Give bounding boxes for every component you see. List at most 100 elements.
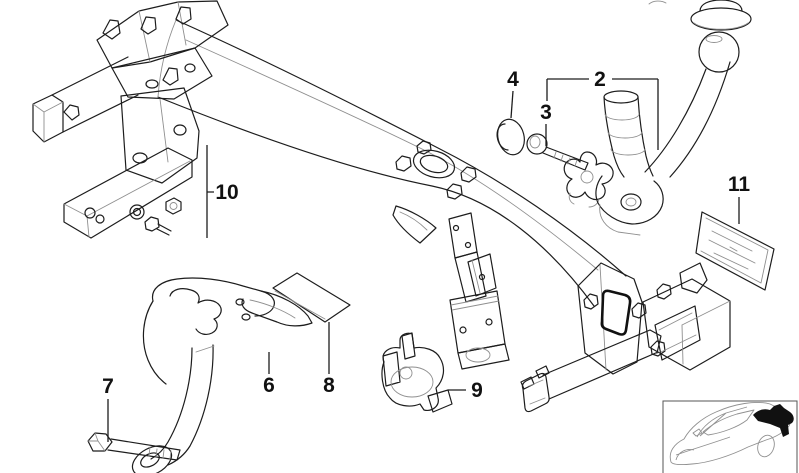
washer [129,204,145,220]
ball-cover-cap [690,0,752,31]
bracket-hole [132,152,148,164]
foot-eye-hole [140,452,160,468]
right-mount-assembly [577,262,731,375]
tube-stud [95,214,105,224]
tow-ball [698,31,740,73]
callout-9[interactable]: 9 [471,379,483,402]
hitch-location-highlight [753,404,794,437]
towbar-assembly [563,0,752,236]
arm-hole [241,313,251,321]
lower-plate-flange [457,343,510,370]
bracket-left-side [142,300,167,385]
beam-ring-inner [419,154,449,174]
receiver-box-edges [658,300,731,365]
receiver-opening [654,305,701,361]
shaft-rings [604,113,646,156]
plug-outer [497,118,525,156]
car-window [702,409,755,436]
callout-8[interactable]: 8 [323,374,335,397]
star-knob-depth [568,192,600,208]
square-tube [63,147,193,239]
left-top-plate [96,0,229,69]
coupling-eye-inner [625,197,637,207]
tube-stud [84,207,96,219]
bolt-head [526,133,548,155]
body-lower-edge [599,204,641,236]
beam-ring-and-bolts [395,140,477,200]
tube-tabs [520,365,550,390]
beam-bolt [416,140,432,155]
pad-plate [272,272,351,323]
lower-plate-hole [485,318,493,326]
arm-stud [63,104,80,121]
lower-plate-hole [459,326,467,334]
callout-4[interactable]: 4 [507,68,519,91]
shaft-top [603,90,639,104]
support-arm-assembly [63,87,200,239]
clamp-arm [241,290,313,327]
strap-hole [464,241,472,249]
socket-tab [401,332,416,360]
callout-6[interactable]: 6 [263,374,275,397]
socket-body [381,332,445,411]
bracket-strap-top [448,212,478,259]
type-label-plate [695,211,775,291]
bracket-hole [173,124,187,136]
clamp-outer [151,277,275,317]
crossbar-beam [157,19,627,307]
ball-top [705,35,723,43]
coupling-body [595,175,664,225]
bolt-threads [553,151,578,167]
star-knob [563,151,614,201]
callout-10-leader [206,145,214,238]
socket-flap-right [427,389,453,413]
cap-rim [693,22,749,30]
callout-2-leader [546,78,659,150]
mount-bolts [102,6,192,86]
hex-bolt [87,432,181,461]
support-bracket [131,277,313,473]
swan-neck-arm [644,61,731,178]
beam-bolt [446,183,463,200]
receiver-slot [600,289,632,336]
callout-4-leader [510,90,514,119]
upper-arm-edges [51,56,139,133]
callout-2[interactable]: 2 [594,68,606,91]
small-bolt [144,216,172,236]
side-bracket [467,253,497,297]
tube-face-inner [528,379,546,405]
locking-bolt [526,133,589,171]
callout-11[interactable]: 11 [728,173,751,196]
callout-7[interactable]: 7 [102,375,114,398]
car-rear-hitch-location-icon [669,401,794,466]
socket-flap-left [382,351,401,387]
beam-ring-outer [412,149,456,179]
label-plate-text-lines [708,230,756,270]
plug-inner [496,123,509,151]
lower-plate-folds [450,295,500,311]
callout-10[interactable]: 10 [215,181,238,204]
socket-detail [399,366,413,380]
bolt-shaft [542,146,589,171]
hex-bolt-threads [148,446,172,460]
washer-hole [132,207,142,217]
receiver-tube [520,329,662,413]
inset-border [662,400,798,473]
beam-crease [185,39,599,271]
socket-rim [390,366,434,398]
mount-bolts [583,283,672,357]
callout-3[interactable]: 3 [540,101,552,124]
cap-flange [690,7,752,31]
knob-hub [580,170,594,184]
label-plate-inner-border [700,217,769,284]
coupling-eye [620,193,642,211]
hex-bolt-shaft [107,438,181,461]
left-mount-assembly [32,0,229,143]
strap-hole [452,224,460,232]
cap-dome [699,0,743,12]
support-bracket-fold [159,98,169,163]
cap-plug [496,118,525,156]
arm-hole [235,298,245,306]
